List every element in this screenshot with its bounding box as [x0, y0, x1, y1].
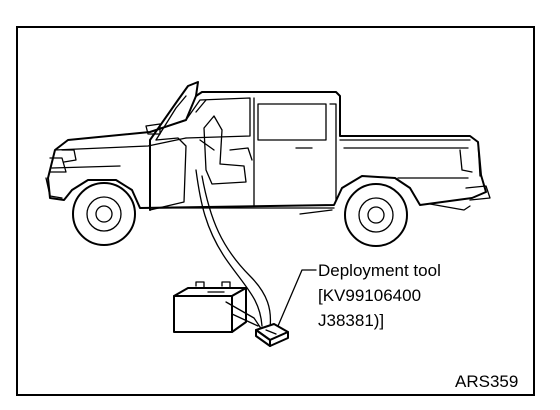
harness-cable-icon — [195, 169, 272, 329]
deployment-tool-icon — [255, 323, 289, 347]
figure-frame — [16, 26, 535, 396]
pickup-truck-icon — [45, 81, 491, 247]
figure-id-label: ARS359 — [455, 372, 519, 391]
battery-icon — [173, 281, 263, 333]
callout-line-3: J38381)] — [318, 311, 385, 330]
callout-leader-line — [277, 269, 317, 327]
callout-line-1: Deployment tool — [318, 261, 441, 280]
callout-line-2: [KV99106400 — [318, 286, 422, 305]
callout-label: Deployment tool [KV99106400 J38381)] — [318, 258, 441, 333]
